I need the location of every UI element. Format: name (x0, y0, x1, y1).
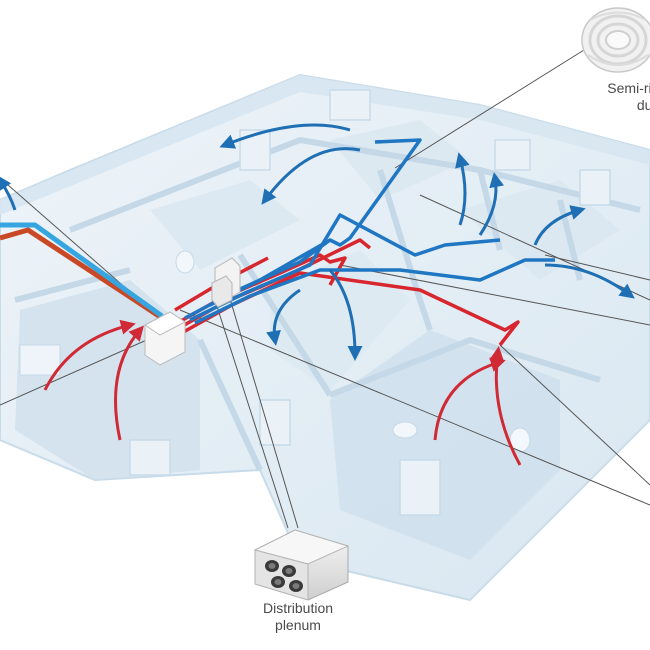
plenum-label-line2: plenum (275, 617, 321, 633)
plenum-product-icon (253, 529, 350, 601)
ducting-label-line2: ducting (636, 97, 650, 113)
ducting-label-line1: Semi-rigid d (607, 80, 650, 96)
extract-airflow-arrows (43, 319, 522, 466)
plenum-label: Distribution plenum (230, 600, 366, 634)
house-floorplan (0, 73, 650, 602)
ducting-label: Semi-rigid d ducting (562, 80, 650, 114)
distribution-plenum-icon (211, 257, 241, 308)
ventilation-unit-icon (144, 311, 186, 366)
plenum-label-line1: Distribution (262, 600, 334, 616)
ducting-coil-icon (581, 7, 650, 73)
supply-airflow-arrows (0, 123, 635, 361)
